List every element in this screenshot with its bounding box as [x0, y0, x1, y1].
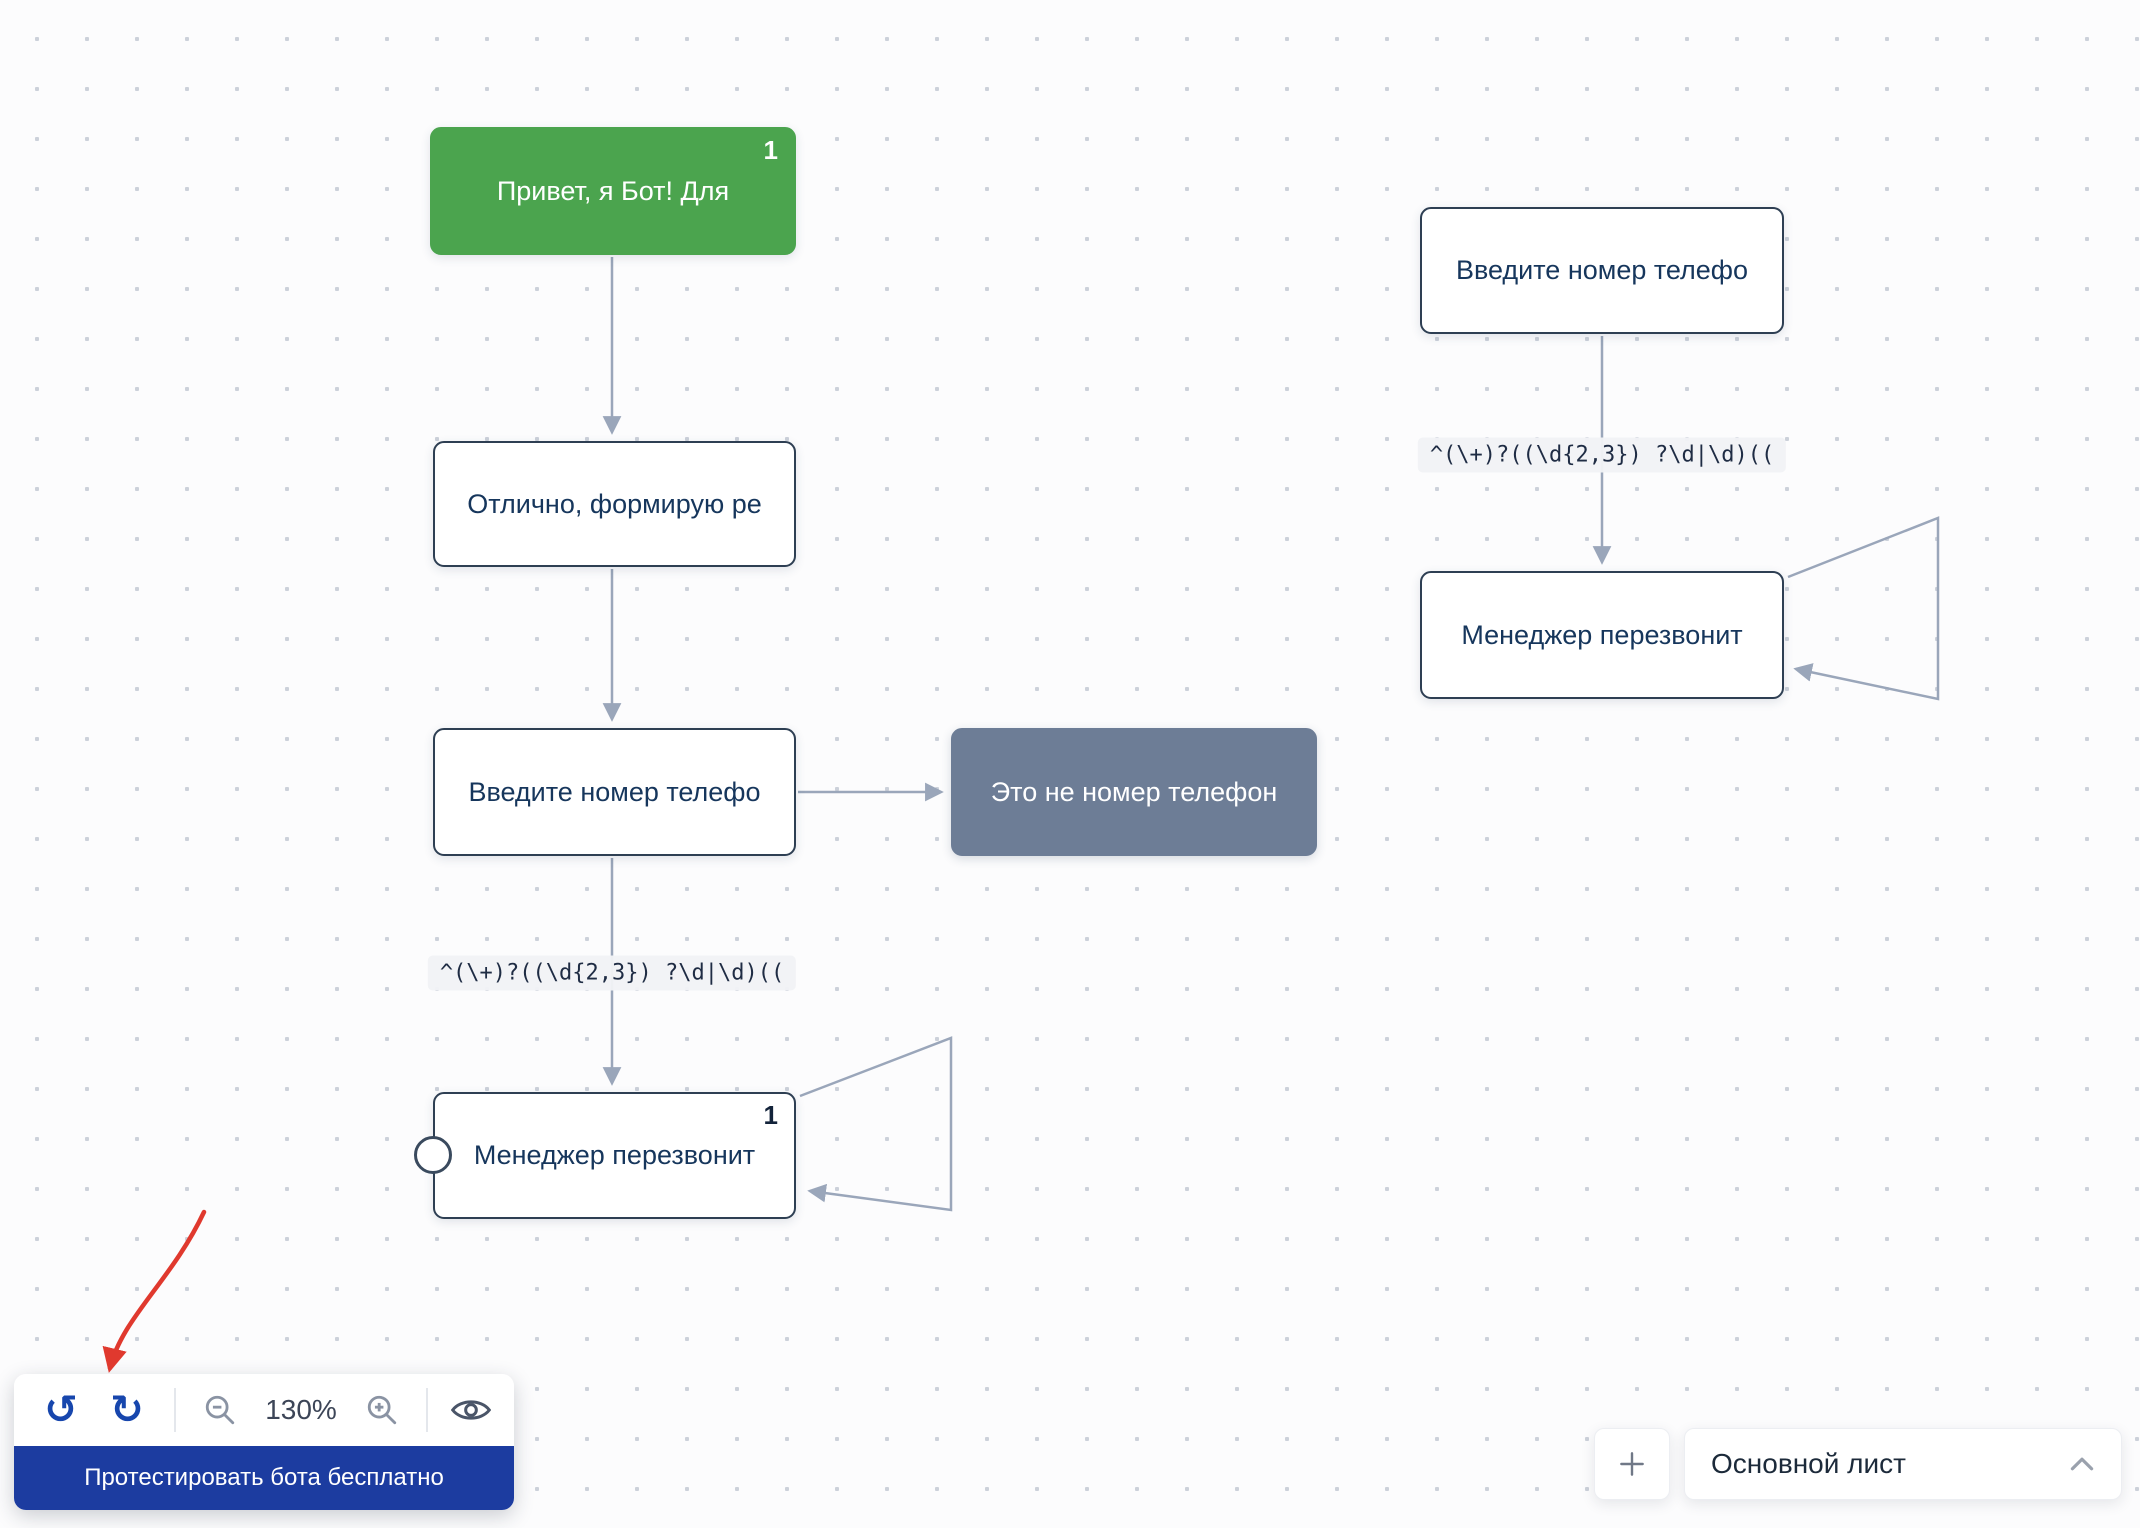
- node-phone-right[interactable]: Введите номер телефо: [1420, 207, 1784, 334]
- eye-icon: [451, 1400, 491, 1420]
- node-not-phone-label: Это не номер телефон: [990, 776, 1278, 807]
- node-manager-left[interactable]: 1 Менеджер перезвонит: [433, 1092, 796, 1219]
- redo-button[interactable]: ↻: [101, 1384, 153, 1436]
- sheet-selector[interactable]: Основной лист: [1684, 1428, 2122, 1500]
- zoom-level: 130%: [265, 1394, 337, 1425]
- node-phone-left-label: Введите номер телефо: [468, 776, 761, 807]
- undo-icon: ↺: [44, 1387, 78, 1433]
- redo-icon: ↻: [110, 1387, 144, 1433]
- preview-button[interactable]: [445, 1384, 497, 1436]
- toolbar-row: ↺ ↻ 130%: [14, 1374, 514, 1446]
- node-start[interactable]: 1 Привет, я Бот! Для: [430, 127, 796, 255]
- zoom-out-icon: [205, 1395, 235, 1425]
- history-controls: ↺ ↻: [14, 1374, 174, 1446]
- sheet-name: Основной лист: [1711, 1448, 1906, 1479]
- node-phone-right-label: Введите номер телефо: [1455, 255, 1749, 285]
- node-great[interactable]: Отлично, формирую ре: [433, 441, 796, 567]
- node-start-label: Привет, я Бот! Для: [496, 175, 730, 206]
- zoom-out-button[interactable]: [194, 1384, 246, 1436]
- plus-icon: [1620, 1452, 1644, 1476]
- toolbar-divider: [426, 1388, 428, 1432]
- toolbar-divider: [174, 1388, 176, 1432]
- canvas-toolbar: ↺ ↻ 130%: [14, 1374, 514, 1510]
- edge-label-regex-left: ^(\+)?((\d{2,3}) ?\d|\d)((: [427, 955, 797, 991]
- zoom-in-icon: [367, 1395, 397, 1425]
- loop-manager-left: [799, 1036, 953, 1212]
- loop-manager-right: [1787, 516, 1940, 701]
- undo-button[interactable]: ↺: [35, 1384, 87, 1436]
- node-manager-right[interactable]: Менеджер перезвонит: [1420, 571, 1784, 699]
- node-manager-left-port[interactable]: [414, 1136, 452, 1174]
- add-sheet-button[interactable]: [1594, 1428, 1670, 1500]
- node-manager-right-label: Менеджер перезвонит: [1461, 619, 1743, 650]
- zoom-controls: 130%: [176, 1374, 426, 1446]
- node-manager-left-label: Менеджер перезвонит: [473, 1140, 756, 1170]
- node-great-label: Отлично, формирую ре: [467, 488, 762, 519]
- zoom-in-button[interactable]: [356, 1384, 408, 1436]
- test-bot-button[interactable]: Протестировать бота бесплатно: [14, 1446, 514, 1510]
- edge-label-regex-right: ^(\+)?((\d{2,3}) ?\d|\d)((: [1417, 437, 1787, 473]
- view-controls: [428, 1374, 514, 1446]
- node-start-badge: 1: [763, 135, 778, 165]
- node-manager-left-badge: 1: [763, 1100, 778, 1130]
- node-not-phone[interactable]: Это не номер телефон: [951, 728, 1317, 856]
- node-phone-left[interactable]: Введите номер телефо: [433, 728, 796, 856]
- chevron-up-icon: [2070, 1457, 2094, 1471]
